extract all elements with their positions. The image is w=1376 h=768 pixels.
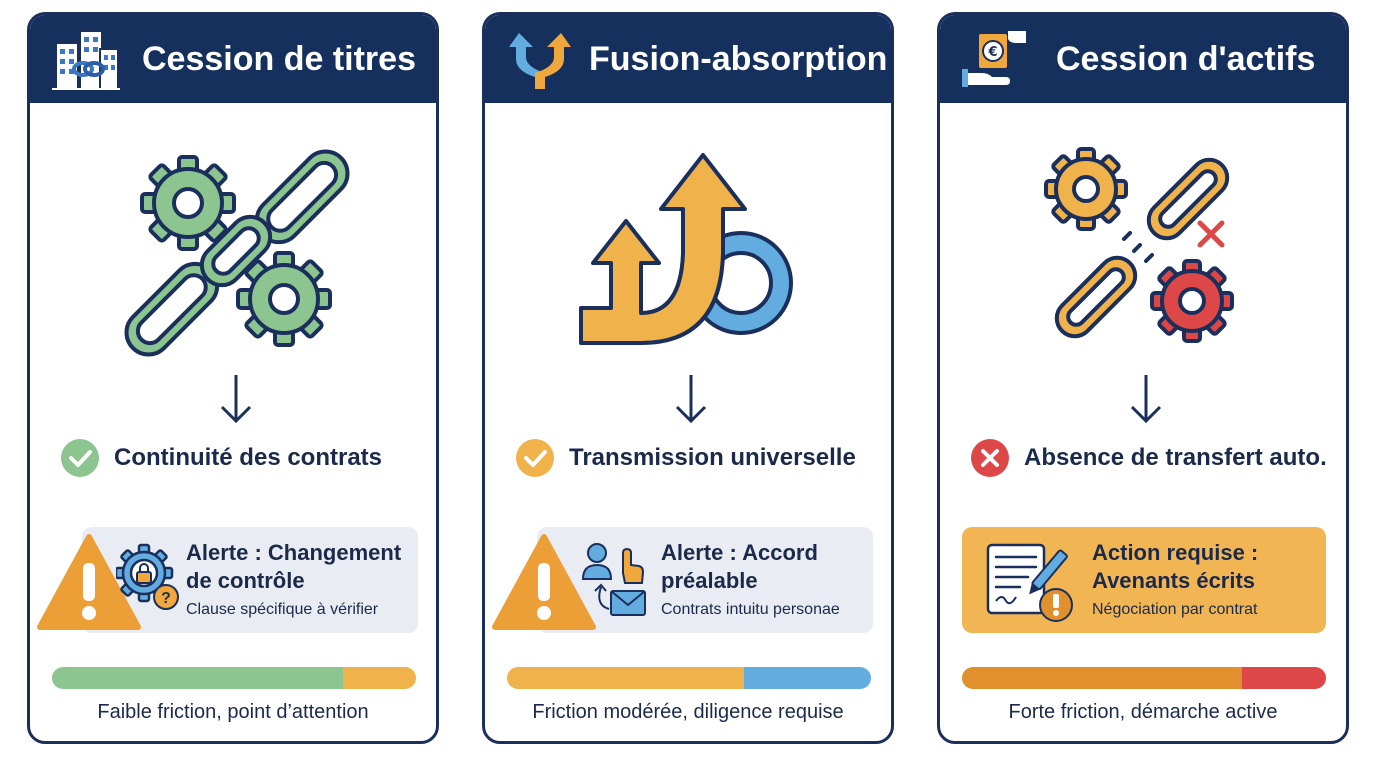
friction-bar [507,667,871,689]
status-row: Continuité des contrats [60,435,382,481]
status-text: Continuité des contrats [114,444,383,471]
down-arrow-icon [220,375,252,424]
person-hand-mail-icon [581,543,646,616]
alert-title: Alerte : Changement de contrôle [186,540,402,593]
friction-bar-segment-0 [962,667,1243,689]
warning-triangle-icon [492,534,596,630]
friction-bar-segment-1 [343,667,416,689]
card-cession-de-titres: Cession de titres [27,12,439,744]
card-title: Cession de titres [142,40,416,78]
hand-euro-exchange-icon: € [962,31,1026,87]
status-text: Transmission universelle [569,444,856,471]
down-arrow-icon [1130,375,1162,424]
down-arrow-icon [675,375,707,424]
card-title: Fusion-absorption [589,40,888,78]
friction-bar [962,667,1326,689]
alert-title: Alerte : Accord préalable [661,540,818,593]
status-row: Transmission universelle [515,435,856,481]
svg-text:€: € [987,45,997,60]
warning-triangle-icon [37,534,141,630]
card-header: Fusion-absorption [485,15,891,103]
alert-subtitle: Clause spécifique à vérifier [186,601,379,618]
card-fusion-absorption: Fusion-absorption Transmission universel… [482,12,894,744]
friction-bar-segment-0 [507,667,744,689]
check-circle-orange-icon [516,439,554,477]
buildings-link-icon [52,30,120,90]
arrows-merge-ring-icon [579,153,793,345]
friction-caption: Friction modérée, diligence requise [532,701,844,723]
x-circle-red-icon [971,439,1009,477]
card-title: Cession d'actifs [1056,40,1316,78]
status-row: Absence de transfert auto. [970,435,1327,481]
friction-bar-segment-1 [743,667,871,689]
alert-subtitle: Négociation par contrat [1092,601,1258,618]
gears-chain-intact-icon [124,149,350,357]
gears-chain-broken-icon [1044,147,1234,343]
card-cession-d-actifs: € Cession d'actifs [937,12,1349,744]
status-text: Absence de transfert auto. [1024,444,1327,471]
alert-subtitle: Contrats intuitu personae [661,601,840,618]
gear-lock-question-icon: ? [116,543,179,610]
alert-title: Action requise : Avenants écrits [1092,540,1259,593]
contract-pen-warning-icon [986,543,1073,622]
card-header: Cession de titres [30,15,436,103]
friction-caption: Forte friction, démarche active [1008,701,1278,723]
friction-bar [52,667,416,689]
svg-text:?: ? [161,590,171,607]
friction-caption: Faible friction, point d’attention [97,701,369,723]
friction-bar-segment-0 [52,667,344,689]
friction-bar-segment-1 [1242,667,1326,689]
card-header: € Cession d'actifs [940,15,1346,103]
merge-arrows-icon [509,33,571,89]
check-circle-green-icon [61,439,99,477]
